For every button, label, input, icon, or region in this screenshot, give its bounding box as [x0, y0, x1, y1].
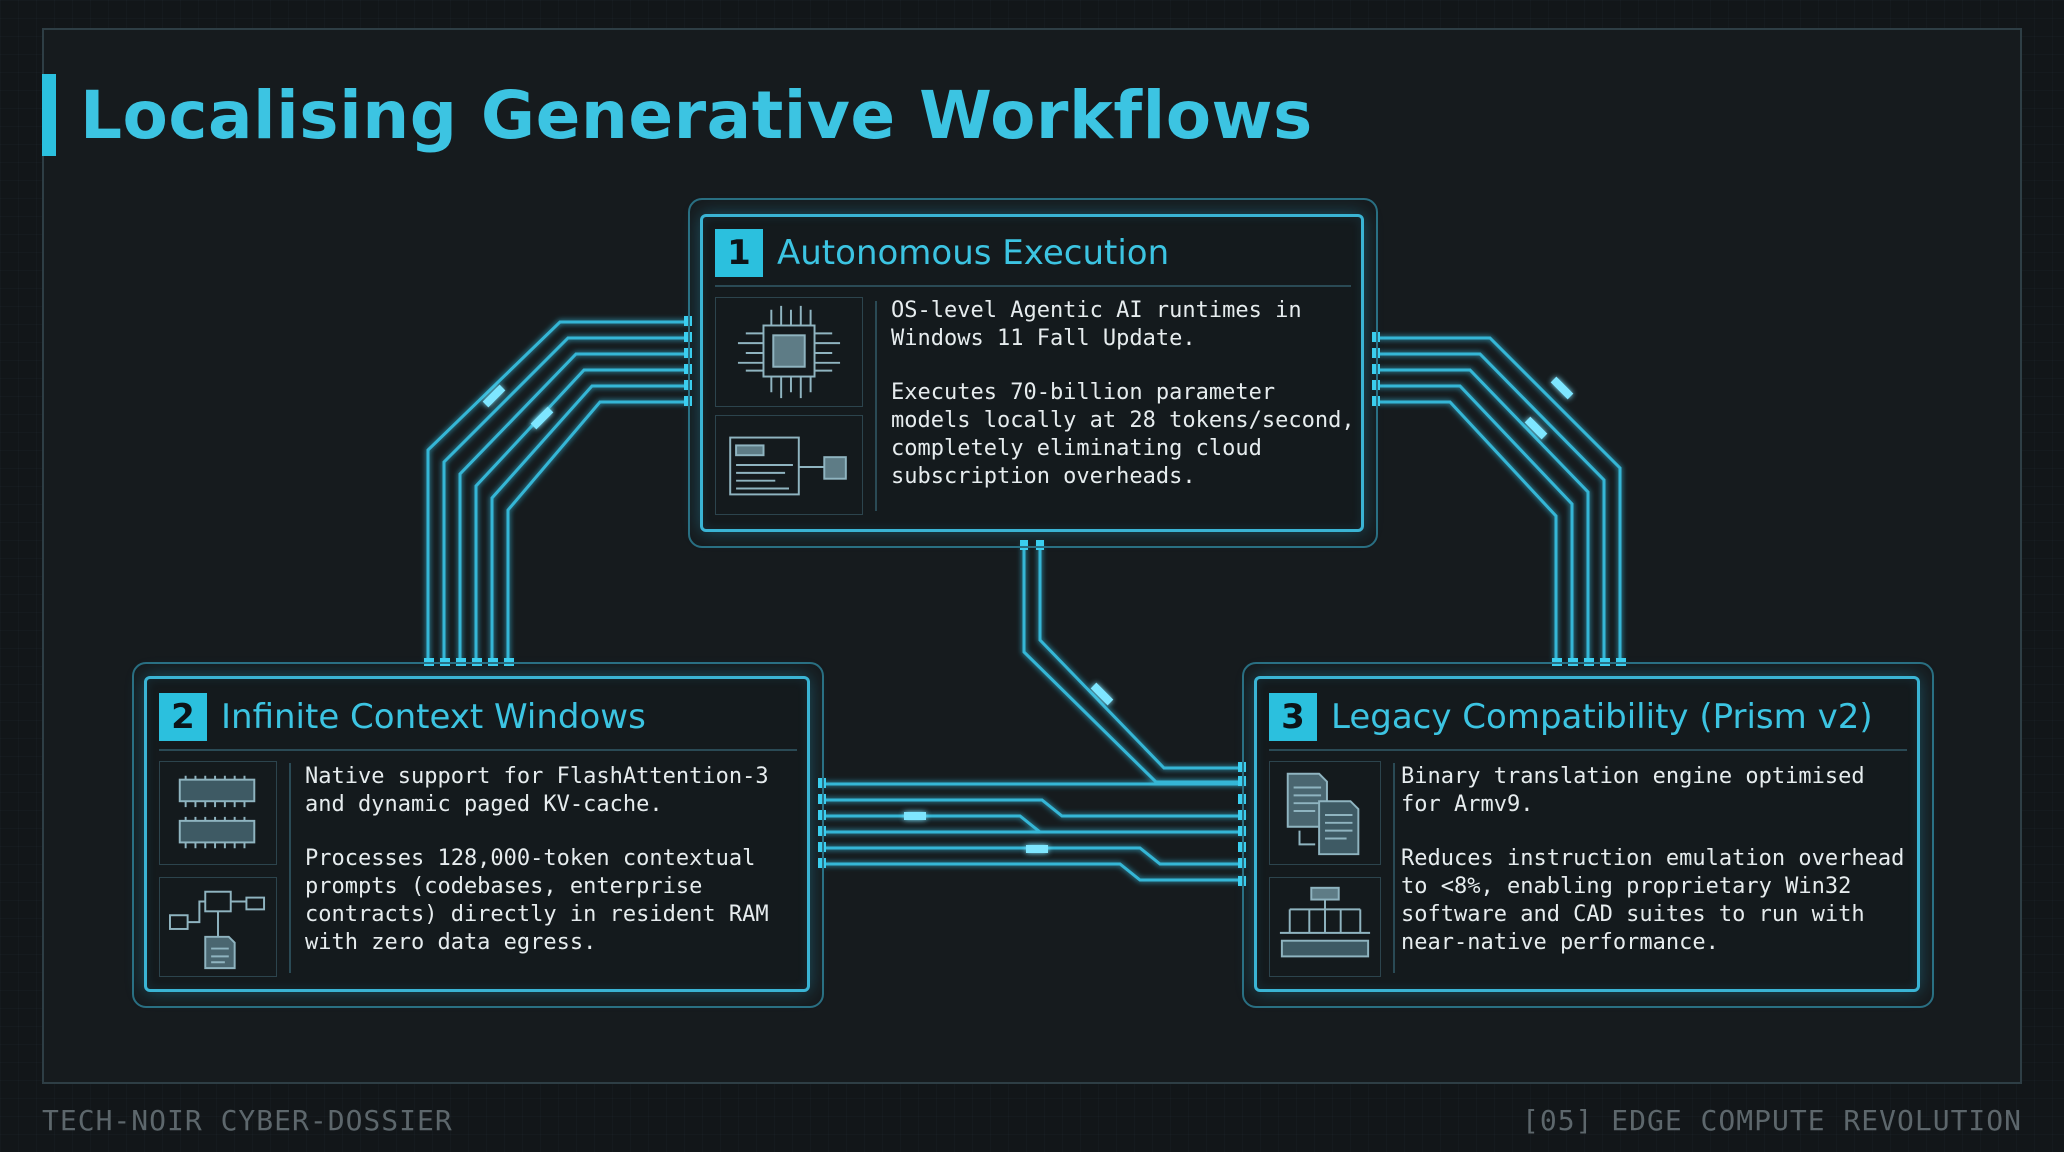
card-3-icon-frame-top	[1269, 761, 1381, 865]
card-3-heading: Legacy Compatibility (Prism v2)	[1331, 697, 1873, 737]
wire-bottom-3	[822, 814, 1244, 834]
wire-right-2	[1376, 352, 1606, 662]
wire-right-3	[1376, 368, 1590, 662]
card-1-description-2: Executes 70-billion parameter models loc…	[891, 380, 1355, 489]
card-1-divider	[715, 285, 1351, 287]
card-1-icon-frame-top	[715, 297, 863, 407]
card-2-description-1: Native support for FlashAttention-3 and …	[305, 764, 769, 817]
memory-module-icon	[178, 775, 256, 849]
card-3-separator	[1393, 763, 1395, 973]
wire-left-2	[442, 336, 688, 662]
wire-right-1	[1376, 336, 1622, 662]
card-1-description-1: OS-level Agentic AI runtimes in Windows …	[891, 298, 1302, 351]
wire-center-2	[1038, 544, 1242, 770]
card-3-description-1: Binary translation engine optimised for …	[1401, 764, 1865, 817]
card-3-description-2: Reduces instruction emulation overhead t…	[1401, 846, 1905, 955]
card-1-icon-frame-bottom	[715, 415, 863, 515]
wire-bottom-5	[822, 846, 1244, 866]
card-2-icon-frame-bottom	[159, 877, 277, 977]
cpu-chip-icon	[737, 305, 841, 399]
wire-center-1	[1022, 544, 1242, 784]
documents-icon	[1286, 772, 1360, 856]
card-autonomous-execution: 1 Autonomous Execution OS-level	[700, 214, 1364, 532]
card-legacy-compatibility: 3 Legacy Compatibility (Prism v2) Binary…	[1254, 676, 1920, 992]
card-3-icon-frame-bottom	[1269, 877, 1381, 977]
wire-left-4	[474, 368, 688, 662]
card-2-description-2: Processes 128,000-token contextual promp…	[305, 846, 769, 955]
wire-right-4	[1376, 384, 1574, 662]
card-1-heading: Autonomous Execution	[777, 233, 1170, 273]
wire-left-5	[490, 384, 688, 662]
wire-bottom-2	[822, 798, 1244, 818]
card-2-heading: Infinite Context Windows	[221, 697, 646, 737]
card-3-number: 3	[1269, 693, 1317, 741]
wire-left-3	[458, 352, 688, 662]
card-2-number: 2	[159, 693, 207, 741]
footer-left-label: TECH-NOIR CYBER-DOSSIER	[42, 1104, 453, 1137]
footer-right-label: [05] EDGE COMPUTE REVOLUTION	[1521, 1104, 2022, 1137]
card-infinite-context-windows: 2 Infinite Context Windows	[144, 676, 810, 992]
translation-layers-icon	[1279, 886, 1371, 958]
card-2-separator	[289, 763, 291, 973]
card-2-icon-frame-top	[159, 761, 277, 865]
card-1-number: 1	[715, 229, 763, 277]
card-3-divider	[1269, 749, 1907, 751]
dashboard-chip-icon	[729, 436, 847, 496]
card-3-outer-frame	[1242, 662, 1934, 1008]
wire-left-6	[506, 400, 688, 662]
wire-left-1	[426, 320, 688, 662]
slide-title: Localising Generative Workflows	[80, 77, 1313, 154]
wire-right-5	[1376, 400, 1558, 662]
wire-bottom-6	[822, 862, 1244, 882]
card-2-outer-frame	[132, 662, 824, 1008]
title-accent-bar	[42, 74, 56, 156]
document-flow-icon	[169, 890, 266, 970]
card-1-separator	[875, 301, 877, 511]
card-1-outer-frame	[688, 198, 1378, 548]
card-2-divider	[159, 749, 797, 751]
